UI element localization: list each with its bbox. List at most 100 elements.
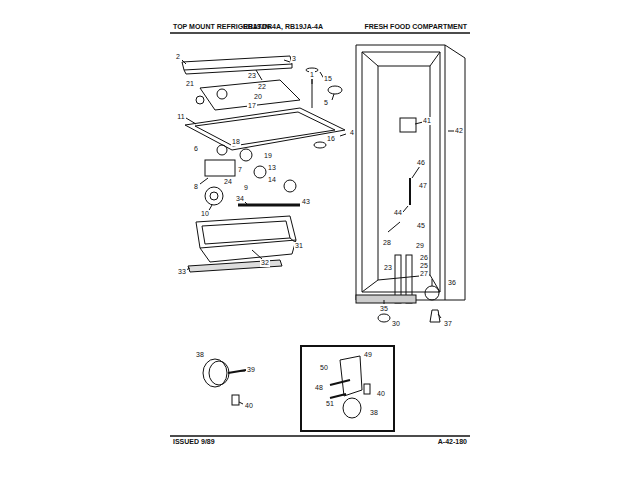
- callout-number: 38: [369, 409, 379, 417]
- callout-number: 7: [237, 166, 243, 174]
- crisper-cover-trim: [188, 260, 282, 272]
- callout-number: 28: [382, 239, 392, 247]
- callout-number: 36: [447, 279, 457, 287]
- callout-number: 16: [326, 135, 336, 143]
- crisper-pan: [202, 221, 290, 244]
- callout-number: 33: [177, 268, 187, 276]
- leveler: [430, 310, 440, 322]
- screw: [330, 380, 350, 385]
- thermostat: [240, 149, 252, 161]
- callout-number: 31: [294, 242, 304, 250]
- callout-number: 37: [443, 320, 453, 328]
- cabinet: [445, 45, 446, 300]
- hinge-bracket: [340, 356, 362, 396]
- callout-number: 47: [418, 182, 428, 190]
- callout-number: 13: [267, 164, 277, 172]
- callout-number: 18: [231, 138, 241, 146]
- callout-number: 14: [267, 176, 277, 184]
- clip: [232, 395, 239, 405]
- callout-number: 38: [195, 351, 205, 359]
- crisper-pan: [200, 248, 210, 262]
- trim-bar: [182, 56, 292, 70]
- callout-number: 32: [260, 259, 270, 267]
- crisper-pan: [196, 216, 296, 248]
- housing-plate: [195, 112, 335, 146]
- callout-number: 3: [291, 55, 297, 63]
- callout-number: 49: [363, 351, 373, 359]
- callout-number: 19: [263, 152, 273, 160]
- callout-number: 44: [393, 209, 403, 217]
- callout-number: 40: [244, 402, 254, 410]
- callout-number: 39: [246, 366, 256, 374]
- knob: [217, 145, 227, 155]
- callout-number: 23: [383, 264, 393, 272]
- callout-number: 35: [379, 305, 389, 313]
- trim-bar: [186, 68, 292, 74]
- housing-plate: [185, 108, 345, 150]
- bracket: [205, 160, 235, 176]
- callout-number: 30: [391, 320, 401, 328]
- part: [314, 142, 326, 148]
- callout-number: 50: [319, 364, 329, 372]
- trim-bar: [184, 70, 186, 74]
- callout-number: 6: [193, 145, 199, 153]
- wheel: [343, 398, 361, 418]
- callout-number: 45: [416, 222, 426, 230]
- header-rule: [170, 32, 470, 34]
- knob: [217, 89, 227, 99]
- callout-number: 27: [419, 270, 429, 278]
- wire: [388, 222, 400, 232]
- cabinet: [356, 45, 465, 300]
- callout-number: 17: [247, 102, 257, 110]
- callout-number: 1: [309, 71, 315, 79]
- liner: [430, 66, 431, 275]
- callout-number: 4: [349, 129, 355, 137]
- roller: [425, 286, 439, 300]
- ladder: [409, 178, 411, 205]
- bracket: [378, 314, 390, 322]
- dial: [254, 166, 266, 178]
- callout-number: 9: [243, 184, 249, 192]
- callout-number: 25: [419, 262, 429, 270]
- callout-number: 11: [176, 113, 185, 121]
- light-housing: [400, 118, 416, 132]
- header-text: ISSUED 9/89: [172, 438, 216, 446]
- callout-number: 15: [323, 75, 333, 83]
- liner: [362, 52, 440, 66]
- wheel: [209, 361, 229, 385]
- part: [284, 180, 296, 192]
- callout-number: 22: [257, 83, 267, 91]
- callout-number: 42: [454, 127, 464, 135]
- callout-number: 23: [247, 72, 257, 80]
- callout-number: 5: [323, 99, 329, 107]
- clip: [364, 384, 370, 394]
- callout-number: 51: [325, 400, 335, 408]
- callout-number: 34: [235, 195, 245, 203]
- callout-number: 29: [415, 242, 425, 250]
- callout-number: 2: [175, 53, 181, 61]
- callout-number: 20: [253, 93, 263, 101]
- light-dial: [205, 187, 223, 205]
- header-text: A-42-180: [437, 438, 468, 446]
- liner: [378, 66, 379, 280]
- callout-number: 48: [314, 384, 324, 392]
- control-plate: [200, 80, 300, 110]
- callout-number: 43: [301, 198, 311, 206]
- leader-line: [182, 60, 454, 404]
- callout-number: 41: [422, 117, 432, 125]
- part: [196, 96, 204, 104]
- callout-number: 40: [376, 390, 386, 398]
- callout-number: 46: [416, 159, 426, 167]
- callout-number: 10: [200, 210, 210, 218]
- footer-rule: [170, 435, 470, 437]
- callout-number: 26: [419, 254, 429, 262]
- screw: [330, 394, 346, 398]
- header-text: RB19JN-4A, RB19JA-4A: [242, 23, 324, 31]
- wheel: [203, 359, 227, 387]
- callout-number: 8: [193, 183, 199, 191]
- light-dial: [210, 192, 218, 200]
- callout-number: 24: [223, 178, 233, 186]
- callout-number: 21: [185, 80, 195, 88]
